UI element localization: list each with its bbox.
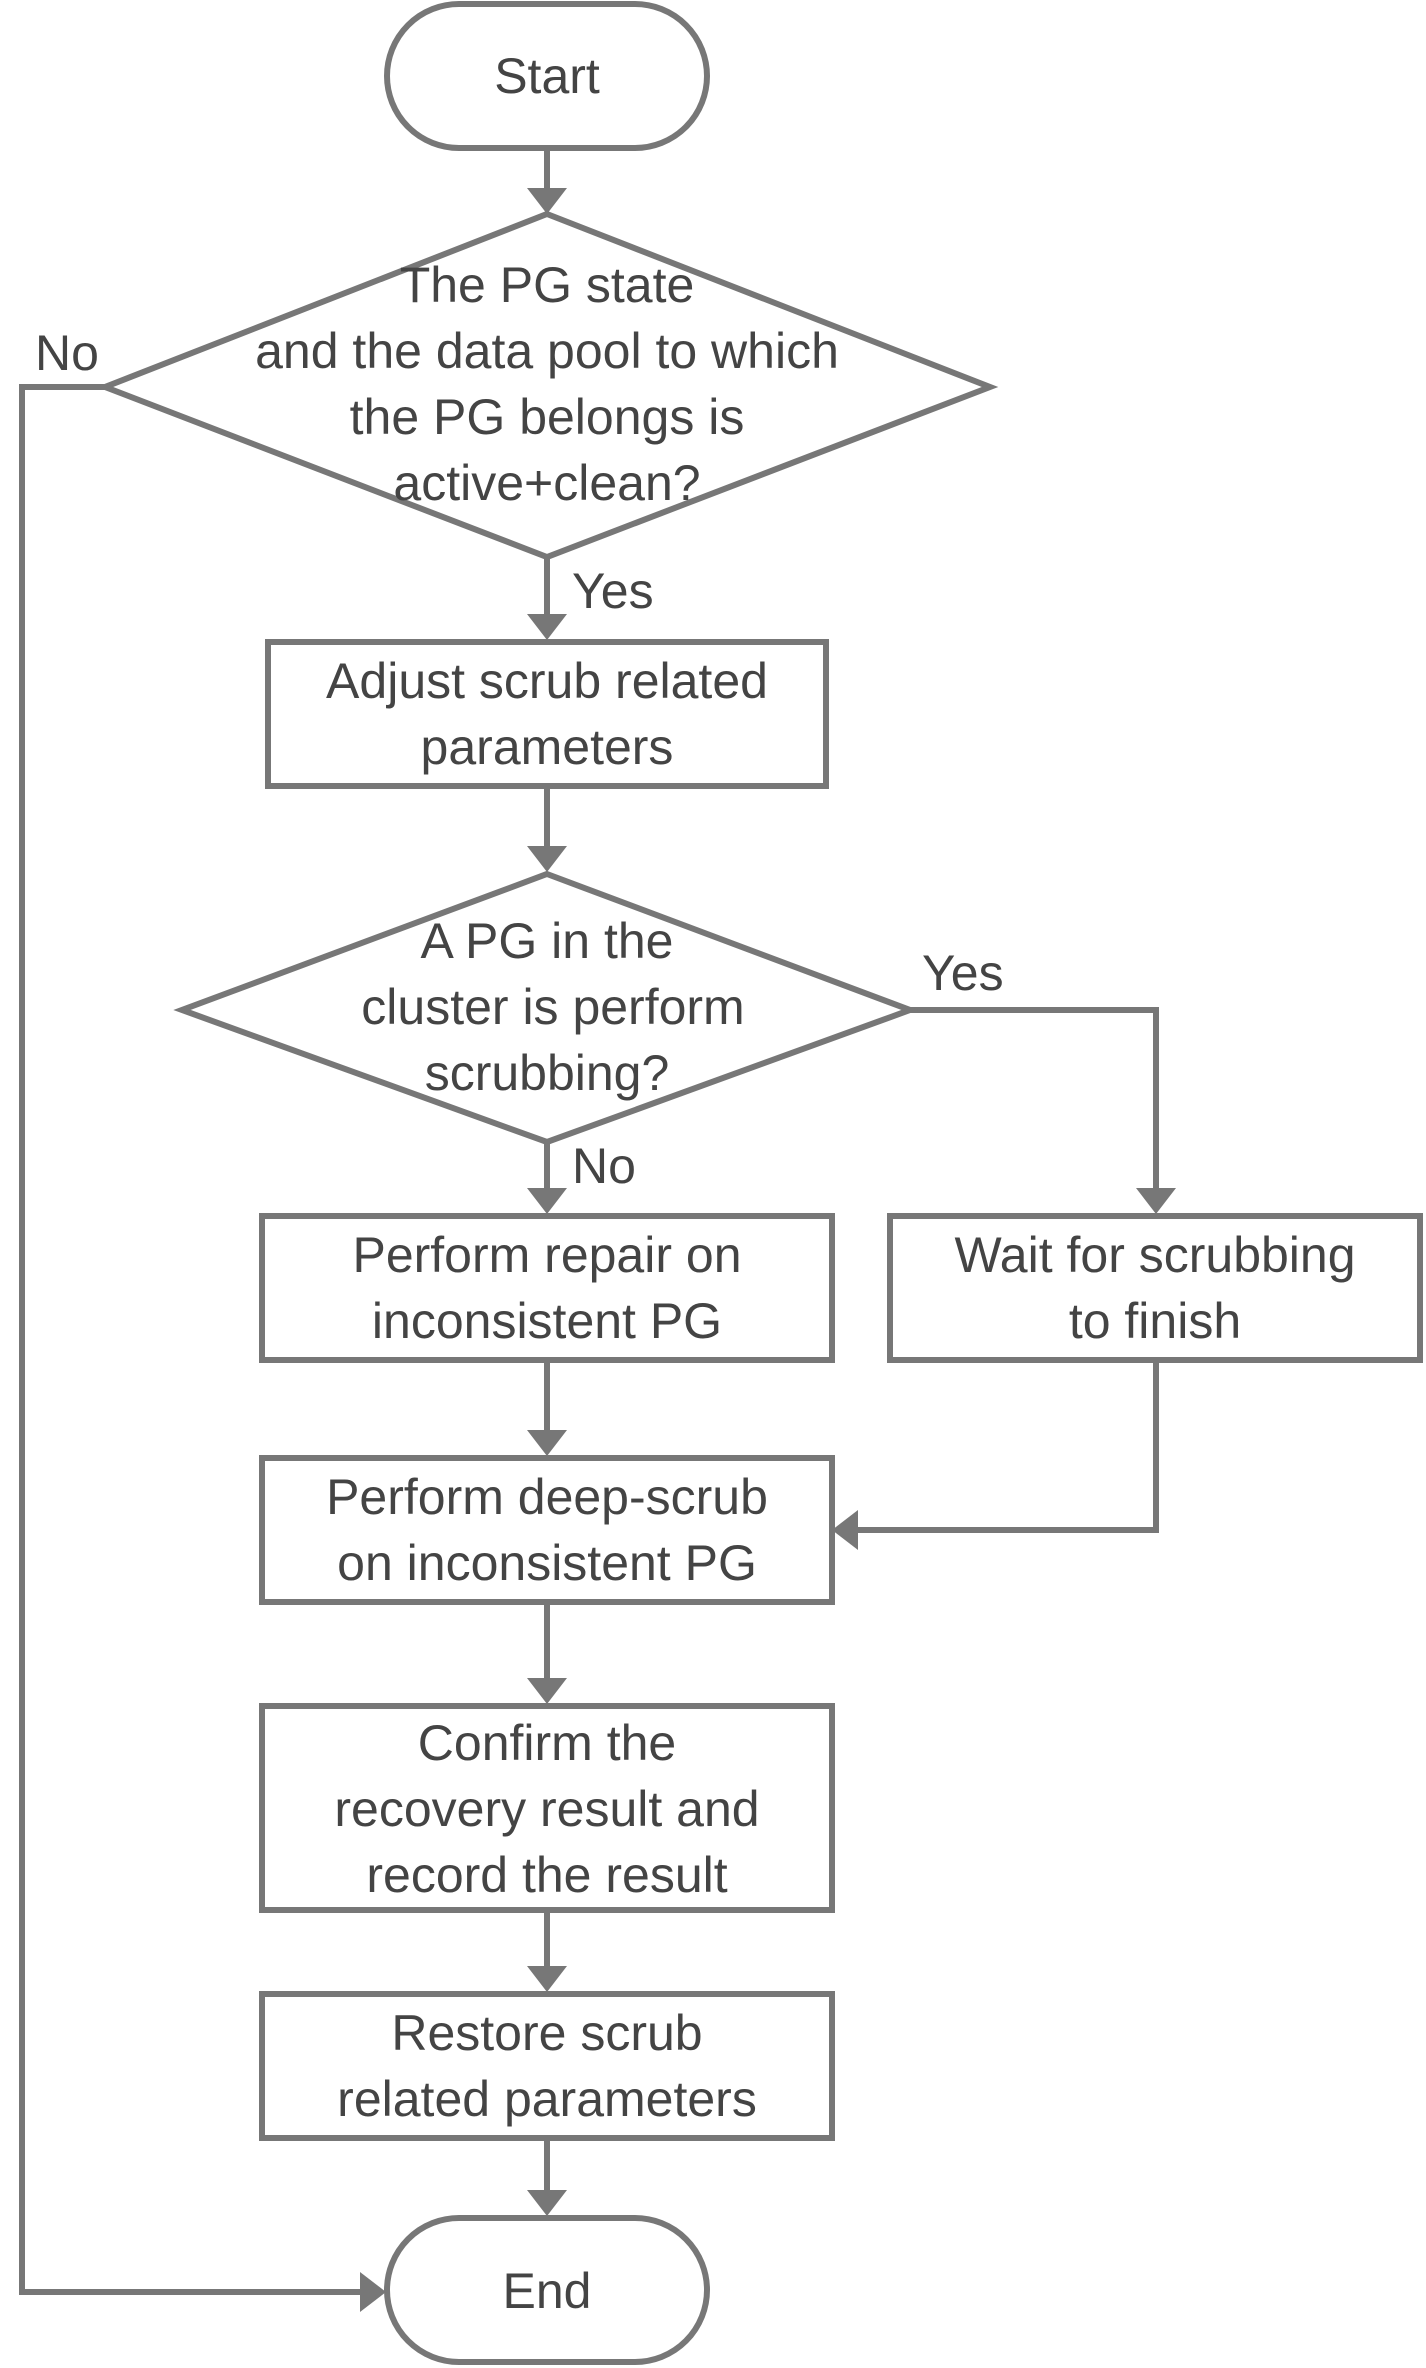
process-wait-line1: Wait for scrubbing [954, 1227, 1355, 1283]
arrowhead [527, 1678, 567, 1704]
label-no-scrubbing: No [572, 1138, 636, 1194]
arrow-decision2-to-wait [910, 1007, 1159, 1190]
process-restore-line1: Restore scrub [391, 2005, 702, 2061]
decision-pg-state-line4: active+clean? [393, 455, 700, 511]
process-adjust-params-line1: Adjust scrub related [326, 653, 768, 709]
process-repair [259, 1213, 835, 1363]
arrowhead [527, 1188, 567, 1214]
arrowhead [527, 2190, 567, 2216]
arrowhead [527, 1966, 567, 1992]
process-repair-line1: Perform repair on [352, 1227, 741, 1283]
arrowhead [832, 1510, 858, 1550]
decision-scrubbing [173, 870, 919, 1146]
decision-scrubbing-line1: A PG in the [421, 913, 674, 969]
process-confirm-line2: recovery result and [334, 1781, 759, 1837]
process-confirm-line3: record the result [366, 1847, 727, 1903]
arrowhead [527, 1430, 567, 1456]
label-no-left: No [35, 325, 99, 381]
arrowhead [527, 846, 567, 872]
arrow-no-to-end [19, 384, 362, 2295]
end-label: End [503, 2263, 592, 2319]
arrow-wait-to-deepscrub [856, 1360, 1159, 1533]
label-yes-state: Yes [572, 563, 654, 619]
arrowhead [1136, 1188, 1176, 1214]
decision-pg-state [96, 210, 999, 561]
arrowhead [360, 2272, 386, 2312]
process-deep-scrub [259, 1455, 835, 1605]
process-deep-scrub-line1: Perform deep-scrub [326, 1469, 768, 1525]
process-confirm-line1: Confirm the [418, 1715, 676, 1771]
process-restore [259, 1991, 835, 2141]
process-confirm [259, 1703, 835, 1913]
process-repair-line2: inconsistent PG [372, 1293, 722, 1349]
start-terminal [384, 1, 710, 151]
arrowhead [527, 614, 567, 640]
decision-scrubbing-line3: scrubbing? [425, 1045, 670, 1101]
decision-scrubbing-line2: cluster is perform [361, 979, 744, 1035]
process-restore-line2: related parameters [337, 2071, 757, 2127]
decision-pg-state-line2: and the data pool to which [255, 323, 839, 379]
decision-pg-state-line3: the PG belongs is [350, 389, 745, 445]
process-wait-line2: to finish [1069, 1293, 1241, 1349]
process-deep-scrub-line2: on inconsistent PG [337, 1535, 757, 1591]
process-adjust-params [265, 639, 829, 789]
end-terminal [384, 2215, 710, 2365]
start-label: Start [494, 48, 600, 104]
process-wait [887, 1213, 1423, 1363]
connectors [19, 148, 1176, 2312]
arrowhead [527, 188, 567, 214]
label-yes-scrubbing: Yes [922, 945, 1004, 1001]
process-adjust-params-line2: parameters [421, 719, 674, 775]
decision-pg-state-line1: The PG state [400, 257, 695, 313]
